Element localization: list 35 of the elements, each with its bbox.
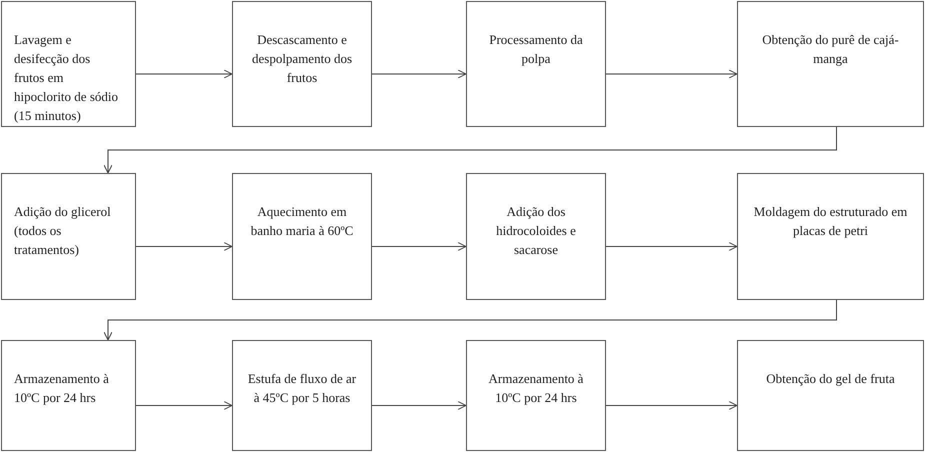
- step-text: Moldagem do estruturado em placas de petri: [752, 203, 908, 240]
- step-text: Adição dos hidrocoloides e sacarose: [495, 203, 577, 259]
- step-text: Aquecimento em banho maria à 60ºC: [250, 203, 354, 240]
- process-box: [737, 173, 924, 300]
- arrow: [606, 70, 738, 78]
- step-text: Armazenamento à 10ºC por 24 hrs: [488, 370, 584, 407]
- step-text: Adição do glicerol (todos os tratamentos): [14, 203, 112, 259]
- process-box: [466, 340, 606, 451]
- process-box: [466, 173, 606, 300]
- process-box: [1, 173, 136, 300]
- step-text: Estufa de fluxo de ar à 45ºC por 5 horas: [246, 370, 358, 407]
- arrow: [104, 300, 837, 340]
- step-text: Armazenamento à 10ºC por 24 hrs: [14, 370, 110, 407]
- process-box: [232, 173, 372, 300]
- step-text: Obtenção do gel de fruta: [765, 370, 896, 388]
- process-box: [1, 1, 136, 127]
- step-text: Lavagem e desifecção dos frutos em hipoclorito de sódio (15 minutos): [14, 31, 119, 125]
- arrow: [606, 242, 738, 251]
- arrow: [372, 70, 466, 78]
- step-text: Processamento da polpa: [488, 31, 584, 68]
- arrow: [136, 70, 232, 78]
- process-box: [737, 340, 924, 451]
- arrow: [372, 242, 466, 251]
- arrow: [136, 242, 232, 251]
- step-text: Descascamento e despolpamento dos frutos: [250, 31, 353, 87]
- process-box: [232, 1, 372, 127]
- arrow: [136, 401, 232, 410]
- arrow: [372, 401, 466, 410]
- arrow: [606, 401, 738, 410]
- process-box: [737, 1, 924, 127]
- process-box: [466, 1, 606, 127]
- process-box: [232, 340, 372, 451]
- step-text: Obtenção do purê de cajá-manga: [761, 31, 900, 68]
- process-box: [1, 340, 136, 451]
- arrow: [104, 126, 837, 174]
